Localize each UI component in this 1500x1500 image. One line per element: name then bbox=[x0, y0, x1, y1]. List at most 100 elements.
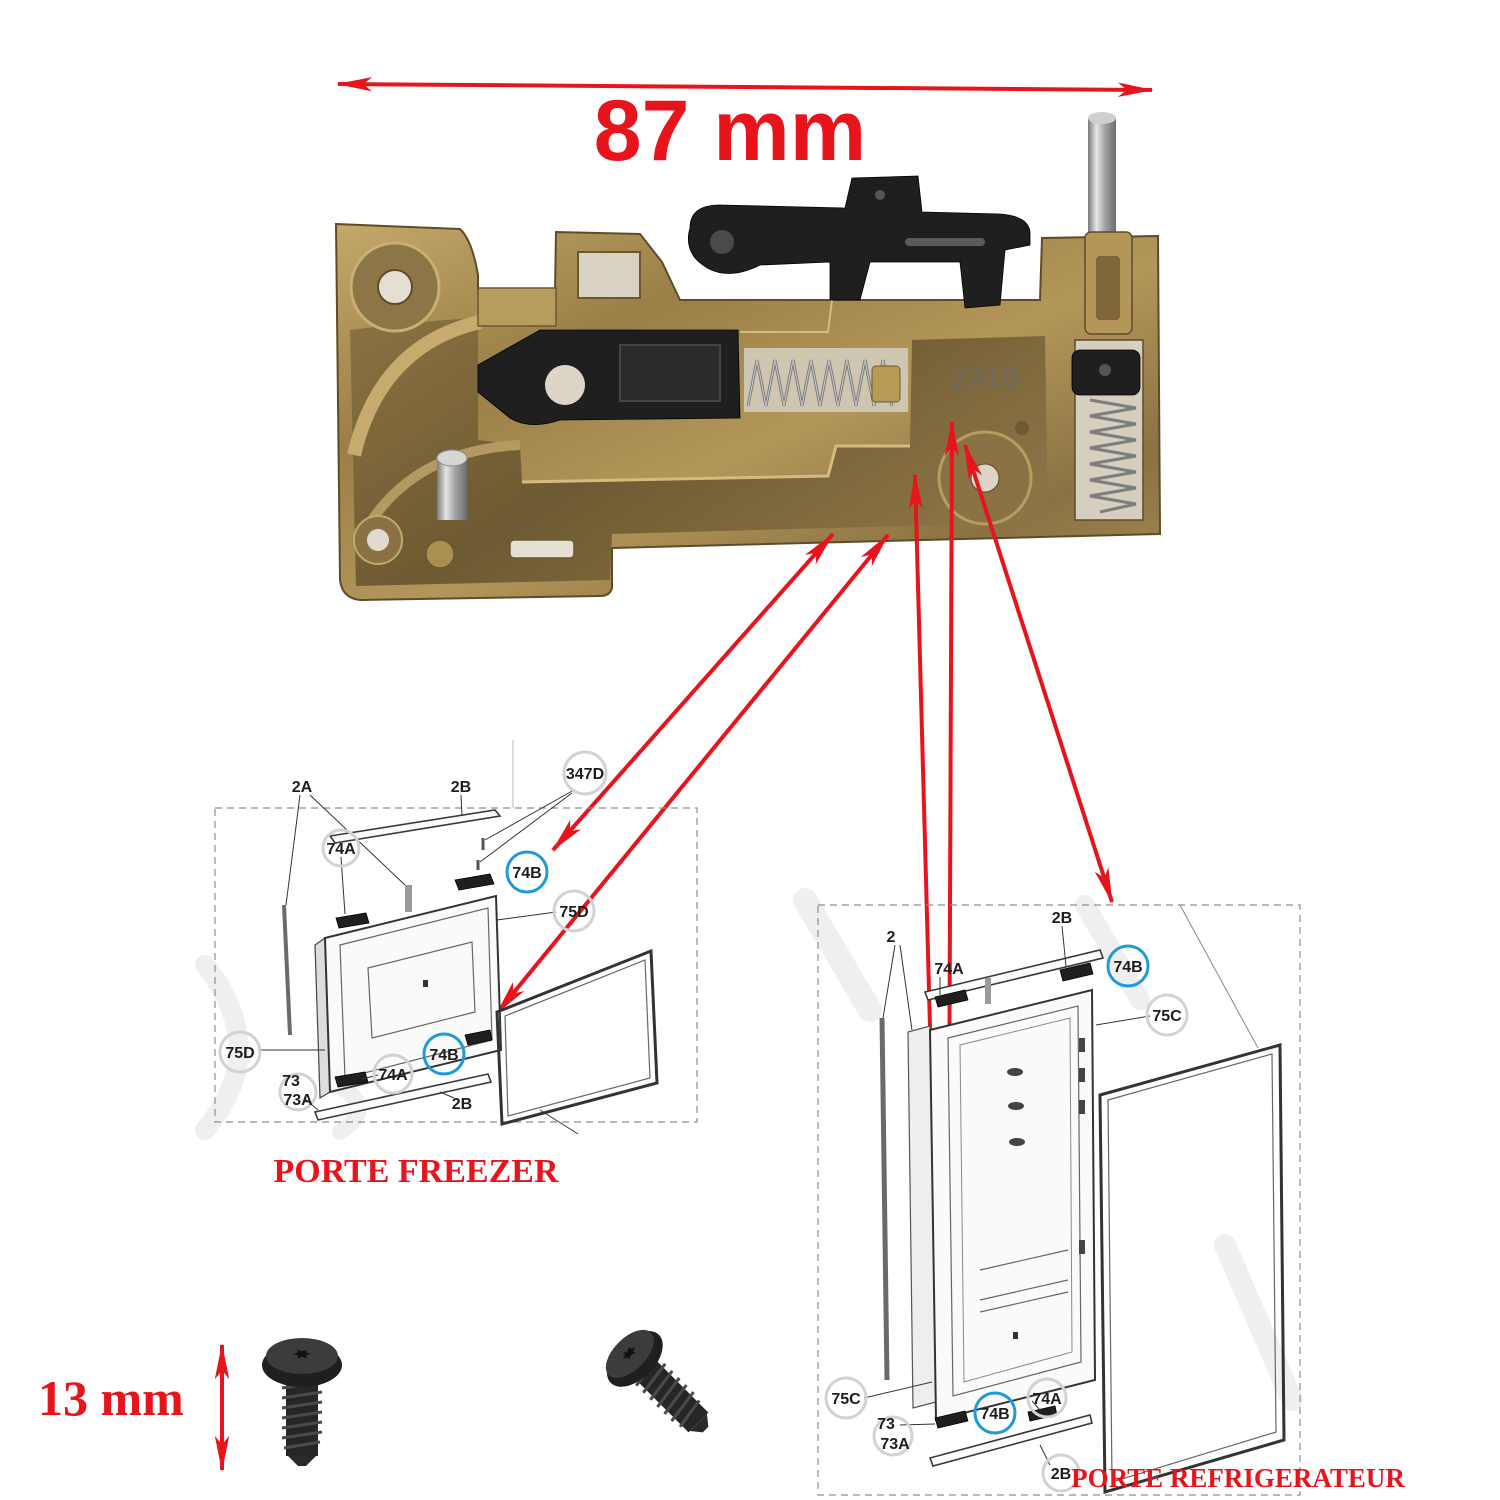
torx-recess-icon bbox=[622, 1346, 636, 1360]
torx-recess-icon bbox=[293, 1349, 311, 1359]
fridge-callout-75c-left: 75C bbox=[831, 1391, 861, 1408]
horizontal-spring-shine bbox=[747, 359, 893, 407]
fridge-door-slot bbox=[1079, 1068, 1085, 1082]
freezer-callout-74b-bottom: 74B bbox=[429, 1047, 458, 1064]
screw-side-view bbox=[262, 1338, 342, 1466]
hinge-pin-sleeve-slot bbox=[1096, 256, 1120, 320]
hinge-lower-hole bbox=[367, 529, 389, 551]
freezer-top-hinge-74b bbox=[454, 873, 495, 891]
fridge-door-mark bbox=[1008, 1102, 1024, 1110]
freezer-top-hinge-74a bbox=[335, 912, 370, 929]
fridge-door-diagram: 2 2B 74A 74B 75C 75C 73 73A 74B 74A 2B P… bbox=[793, 888, 1405, 1496]
fridge-callout-2b-top: 2B bbox=[1052, 910, 1072, 927]
freezer-callout-74a-bottom: 74A bbox=[378, 1067, 408, 1084]
freezer-callout-73a: 73A bbox=[283, 1092, 313, 1109]
hinge-part-photo: Z410 bbox=[334, 112, 1162, 602]
fridge-side-rod bbox=[879, 1017, 890, 1381]
hinge-mount-hole bbox=[377, 269, 413, 305]
fridge-gasket bbox=[1098, 1043, 1286, 1494]
fridge-door-mark bbox=[1013, 1332, 1018, 1339]
fridge-door-panel bbox=[959, 1017, 1073, 1383]
freezer-callout-75d-right: 75D bbox=[559, 904, 588, 921]
hinge-top-pin bbox=[1088, 118, 1116, 248]
hinge-top-pin-end bbox=[1088, 112, 1116, 124]
fridge-callout-74b-top: 74B bbox=[1113, 959, 1142, 976]
freezer-callout-347d: 347D bbox=[566, 766, 604, 783]
hinge-slot bbox=[509, 539, 575, 559]
hinge-lever-slot bbox=[905, 238, 985, 246]
freezer-bottom-hinge-74a bbox=[334, 1071, 369, 1088]
freezer-bottom-hinge-74b bbox=[464, 1029, 493, 1046]
freezer-diagram-frame bbox=[214, 807, 698, 1123]
callout-ring bbox=[824, 1376, 868, 1420]
freezer-gasket-inner bbox=[504, 959, 651, 1117]
hinge-bump bbox=[425, 539, 455, 569]
callout-ring bbox=[1026, 1377, 1068, 1419]
arrow-to-freezer-74b-bottom bbox=[495, 533, 890, 1015]
fridge-door-slot bbox=[1079, 1038, 1085, 1052]
fridge-top-hinge-74a bbox=[934, 989, 969, 1008]
freezer-top-bar bbox=[328, 809, 502, 844]
callout-ring bbox=[218, 1030, 262, 1074]
hinge-window bbox=[577, 251, 641, 299]
fridge-callout-74b-bottom: 74B bbox=[980, 1406, 1009, 1423]
callout-ring-highlight bbox=[422, 1032, 466, 1076]
freezer-door-diagram: 2A 2B 347D 74A 74B 75D 75D 73 73A 74A 74… bbox=[195, 740, 698, 1190]
fridge-top-bar bbox=[923, 949, 1105, 1001]
hinge-lower-rib bbox=[367, 440, 521, 523]
fridge-callout-2: 2 bbox=[887, 929, 896, 946]
spring-end-cap bbox=[871, 365, 901, 403]
screw-dimension-label: 13 mm bbox=[38, 1370, 184, 1426]
freezer-callout-2a: 2A bbox=[292, 779, 313, 796]
freezer-callout-74a-top: 74A bbox=[326, 841, 356, 858]
hinge-slider-hole bbox=[545, 365, 585, 405]
screw-dimension: 13 mm bbox=[38, 1343, 230, 1472]
callout-ring bbox=[872, 1415, 914, 1457]
fridge-diagram-frame bbox=[817, 904, 1301, 1496]
callout-ring bbox=[1145, 993, 1189, 1037]
fridge-callout-73: 73 bbox=[877, 1416, 895, 1433]
fridge-leader-lines bbox=[863, 925, 1151, 1466]
fridge-callout-73a: 73A bbox=[880, 1436, 910, 1453]
fridge-post bbox=[985, 978, 991, 1004]
screw-tip bbox=[288, 1456, 316, 1466]
fridge-door-slot bbox=[1079, 1240, 1085, 1254]
callout-ring bbox=[372, 1053, 414, 1095]
hinge-lever-pivot bbox=[710, 230, 734, 254]
freezer-callout-74b-top: 74B bbox=[512, 865, 541, 882]
fridge-bottom-bar bbox=[928, 1414, 1093, 1467]
fridge-callout-75c-right: 75C bbox=[1152, 1008, 1182, 1025]
fridge-callout-2b-bottom: 2B bbox=[1051, 1466, 1071, 1483]
fridge-door-shelf-lines bbox=[979, 1249, 1069, 1313]
callout-ring bbox=[278, 1072, 318, 1112]
hinge-ledge-highlight bbox=[521, 444, 910, 484]
fridge-door-frame bbox=[947, 1005, 1082, 1397]
hinge-lever-dot bbox=[875, 190, 885, 200]
freezer-side-rod bbox=[282, 904, 292, 1036]
hinge-curved-rib bbox=[347, 315, 482, 457]
hinge-stop-dot bbox=[1099, 364, 1111, 376]
fridge-gasket-leader bbox=[1179, 904, 1259, 1049]
hinge-engraving: Z410 bbox=[950, 363, 1019, 398]
freezer-callout-75d-left: 75D bbox=[225, 1045, 254, 1062]
hinge-slider-pocket bbox=[619, 344, 721, 402]
hinge-lever bbox=[687, 175, 1031, 309]
fridge-door-mark bbox=[1009, 1138, 1025, 1146]
freezer-door-mark bbox=[423, 980, 428, 987]
freezer-gasket bbox=[495, 948, 659, 1126]
freezer-callout-2b-top: 2B bbox=[451, 779, 471, 796]
width-dimension: 87 mm bbox=[336, 77, 1154, 179]
freezer-post bbox=[405, 885, 412, 912]
fridge-top-hinge-74b bbox=[1059, 962, 1094, 982]
hinge-lower-pin bbox=[437, 458, 467, 520]
callout-ring bbox=[552, 889, 596, 933]
callout-ring-highlight bbox=[973, 1391, 1017, 1435]
hinge-small-hole bbox=[1015, 421, 1029, 435]
freezer-callout-2b-bottom: 2B bbox=[452, 1096, 472, 1113]
fridge-door-slot bbox=[1079, 1100, 1085, 1114]
fridge-gasket-inner bbox=[1107, 1053, 1277, 1483]
arrow-to-fridge-74b-top bbox=[963, 443, 1114, 904]
width-dimension-arrow bbox=[336, 77, 1154, 97]
fridge-callout-74a-top: 74A bbox=[934, 961, 964, 978]
hinge-tab bbox=[477, 287, 557, 327]
